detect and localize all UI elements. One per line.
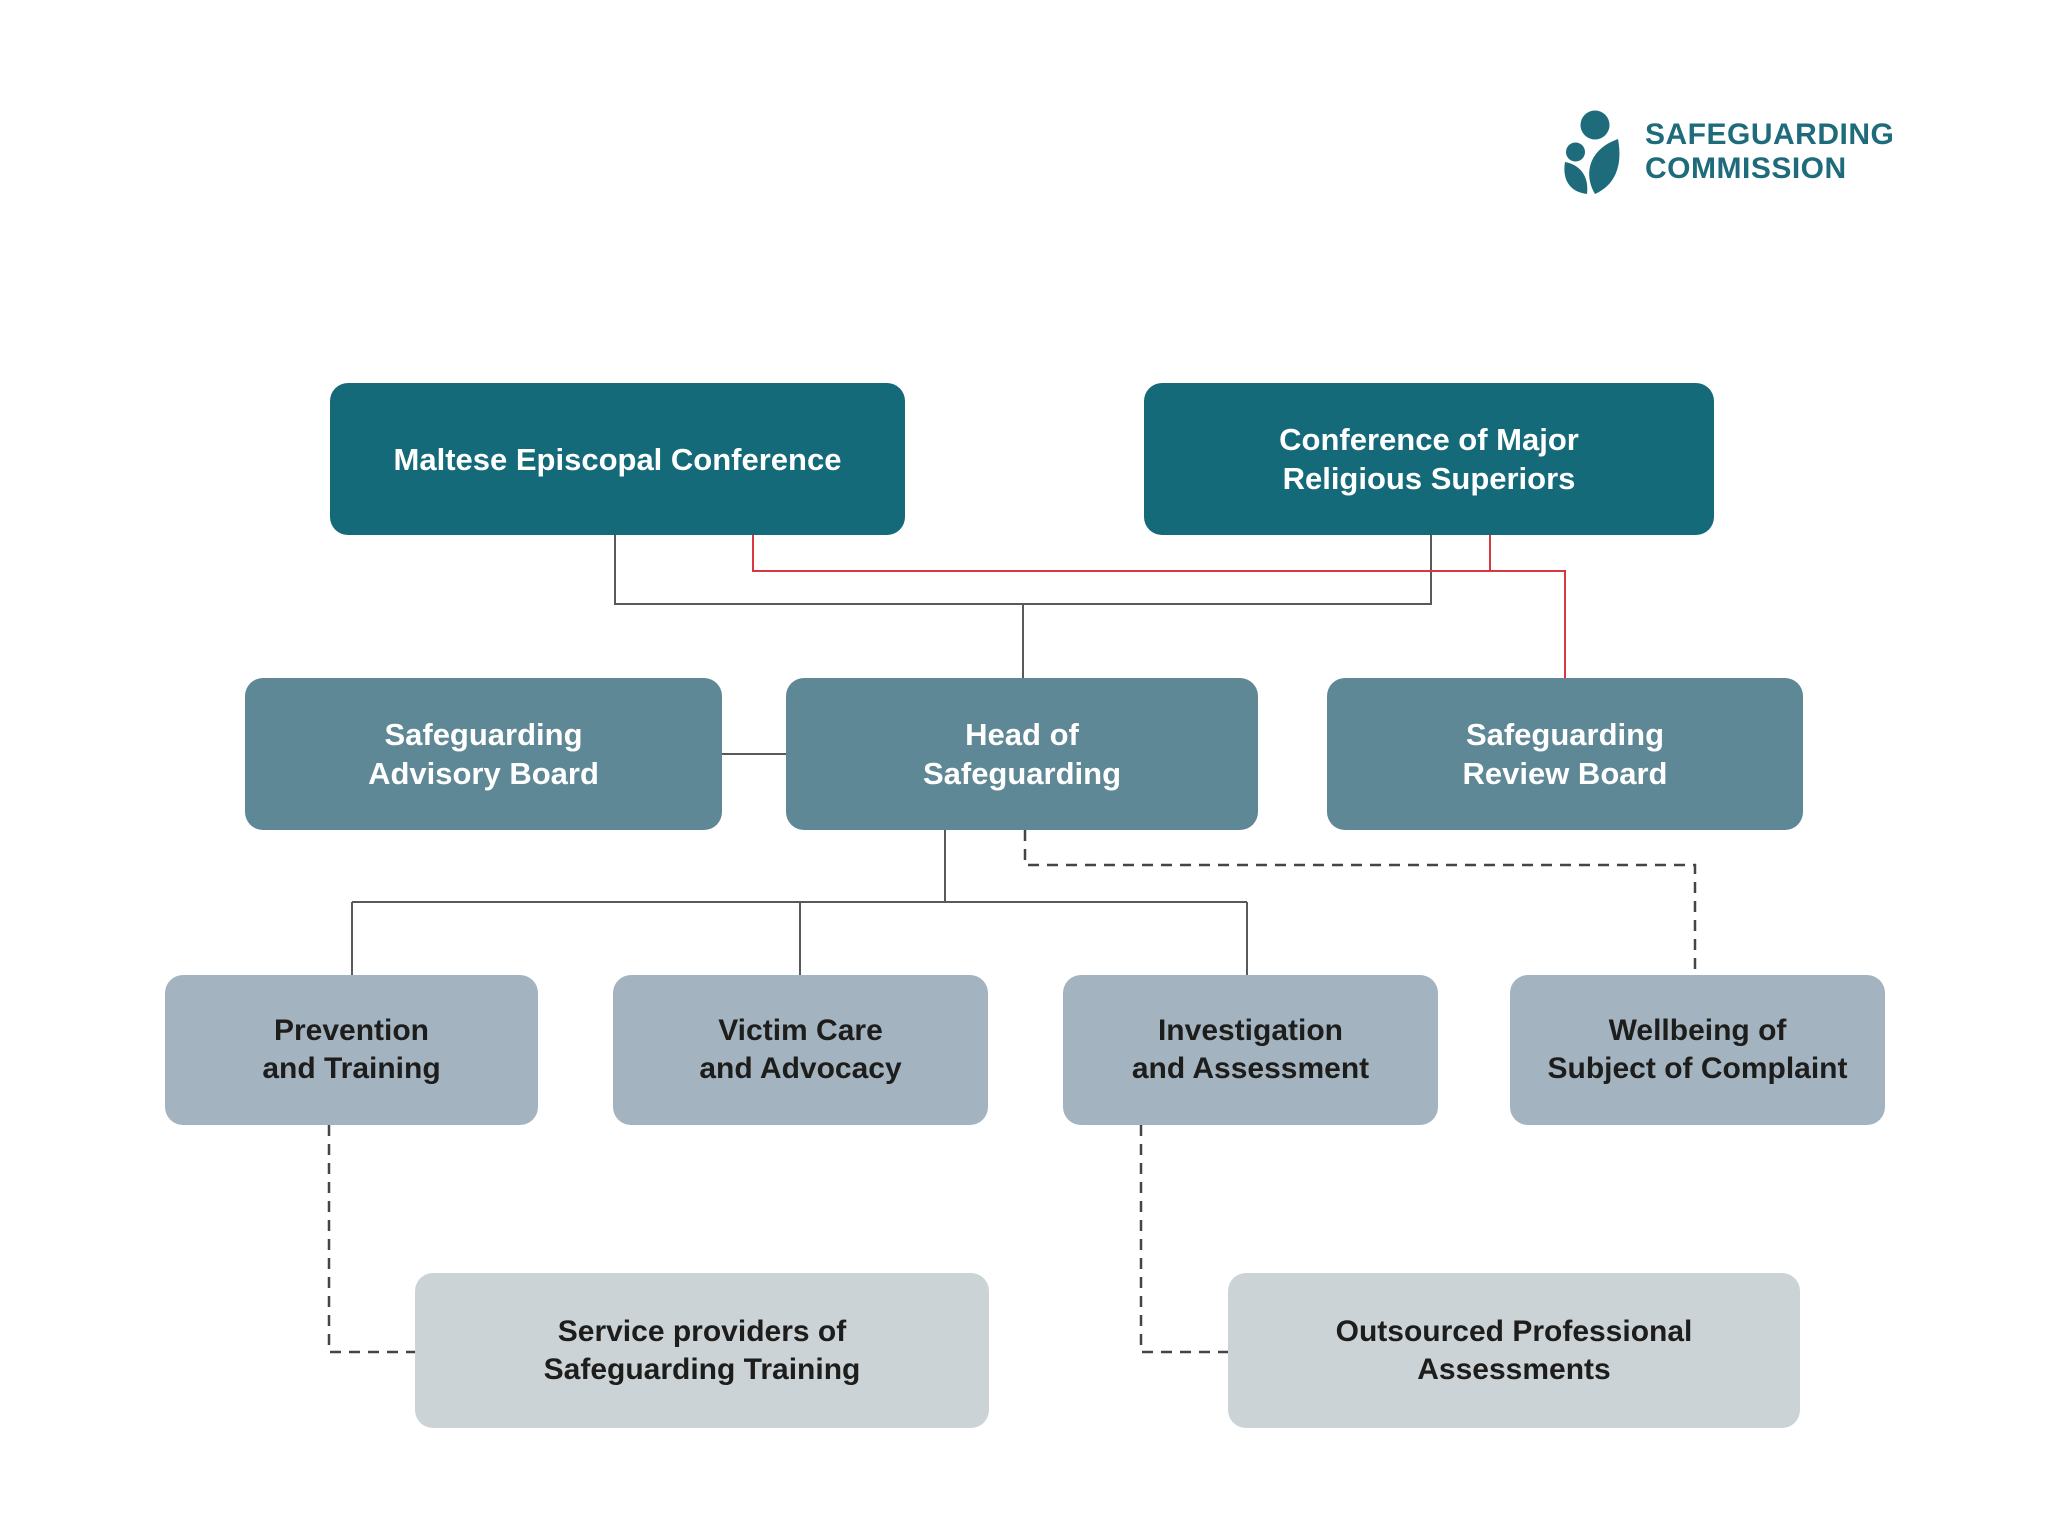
safeguarding-commission-logo-icon: [1564, 110, 1620, 194]
node-label-line: Service providers of: [557, 1314, 847, 1348]
node-prevention-and-training: Prevention and Training: [165, 975, 538, 1125]
node-label-line: Maltese Episcopal Conference: [393, 441, 842, 477]
node-label-line: Victim Care: [718, 1014, 883, 1047]
logo-line1: SAFEGUARDING: [1645, 118, 1895, 151]
node-label: Safeguarding Review Board: [1462, 715, 1667, 793]
node-label: Victim Care and Advocacy: [699, 1012, 901, 1088]
node-label-line: Review Board: [1462, 756, 1668, 791]
connector-mec-to-review-board: [752, 535, 1566, 678]
node-safeguarding-review-board: Safeguarding Review Board: [1327, 678, 1803, 830]
node-label-line: Safeguarding: [1465, 717, 1665, 752]
safeguarding-commission-wordmark: SAFEGUARDING COMMISSION: [1645, 118, 1894, 186]
node-outsourced-professional-assessments: Outsourced Professional Assessments: [1228, 1273, 1800, 1428]
node-label-line: Conference of Major: [1279, 422, 1579, 457]
node-label-line: Subject of Complaint: [1547, 1052, 1848, 1085]
connector-top-row-join: [614, 535, 1432, 605]
node-label: Outsourced Professional Assessments: [1336, 1313, 1693, 1389]
node-wellbeing-of-subject-of-complaint: Wellbeing of Subject of Complaint: [1510, 975, 1885, 1125]
connector-head-to-wellbeing: [1023, 830, 1697, 975]
node-label-line: Safeguarding: [922, 756, 1122, 791]
node-label: Investigation and Assessment: [1132, 1012, 1369, 1088]
dashed-connectors: [327, 830, 1697, 1354]
node-label: Wellbeing of Subject of Complaint: [1548, 1012, 1848, 1088]
node-label-line: and Advocacy: [699, 1052, 902, 1085]
node-label-line: and Assessment: [1131, 1052, 1370, 1085]
node-label-line: Investigation: [1157, 1014, 1343, 1047]
logo-line2: COMMISSION: [1645, 152, 1847, 185]
node-label: Conference of Major Religious Superiors: [1279, 420, 1579, 498]
solid-connectors: [351, 535, 1432, 975]
connector-prevention-to-providers: [327, 1125, 415, 1354]
node-label-line: Religious Superiors: [1282, 461, 1576, 496]
node-label-line: and Training: [262, 1052, 441, 1085]
node-label: Prevention and Training: [262, 1012, 440, 1088]
node-label-line: Prevention: [273, 1014, 430, 1047]
node-investigation-and-assessment: Investigation and Assessment: [1063, 975, 1438, 1125]
node-maltese-episcopal-conference: Maltese Episcopal Conference: [330, 383, 905, 535]
node-service-providers-of-safeguarding-training: Service providers of Safeguarding Traini…: [415, 1273, 989, 1428]
red-connectors: [752, 535, 1566, 678]
node-label-line: Advisory Board: [368, 756, 599, 791]
node-label: Safeguarding Advisory Board: [368, 715, 599, 793]
node-label: Head of Safeguarding: [923, 715, 1121, 793]
node-label-line: Safeguarding: [384, 717, 583, 752]
node-head-of-safeguarding: Head of Safeguarding: [786, 678, 1258, 830]
node-label-line: Safeguarding Training: [543, 1352, 861, 1386]
node-label-line: Outsourced Professional: [1335, 1314, 1693, 1348]
node-conference-of-major-religious-superiors: Conference of Major Religious Superiors: [1144, 383, 1714, 535]
node-label-line: Head of: [965, 717, 1079, 752]
node-label: Maltese Episcopal Conference: [394, 440, 842, 479]
node-safeguarding-advisory-board: Safeguarding Advisory Board: [245, 678, 722, 830]
node-label-line: Wellbeing of: [1608, 1014, 1787, 1047]
node-label-line: Assessments: [1417, 1352, 1611, 1386]
node-label: Service providers of Safeguarding Traini…: [544, 1313, 861, 1389]
node-victim-care-and-advocacy: Victim Care and Advocacy: [613, 975, 988, 1125]
connector-investigation-to-outsourced: [1139, 1125, 1228, 1354]
